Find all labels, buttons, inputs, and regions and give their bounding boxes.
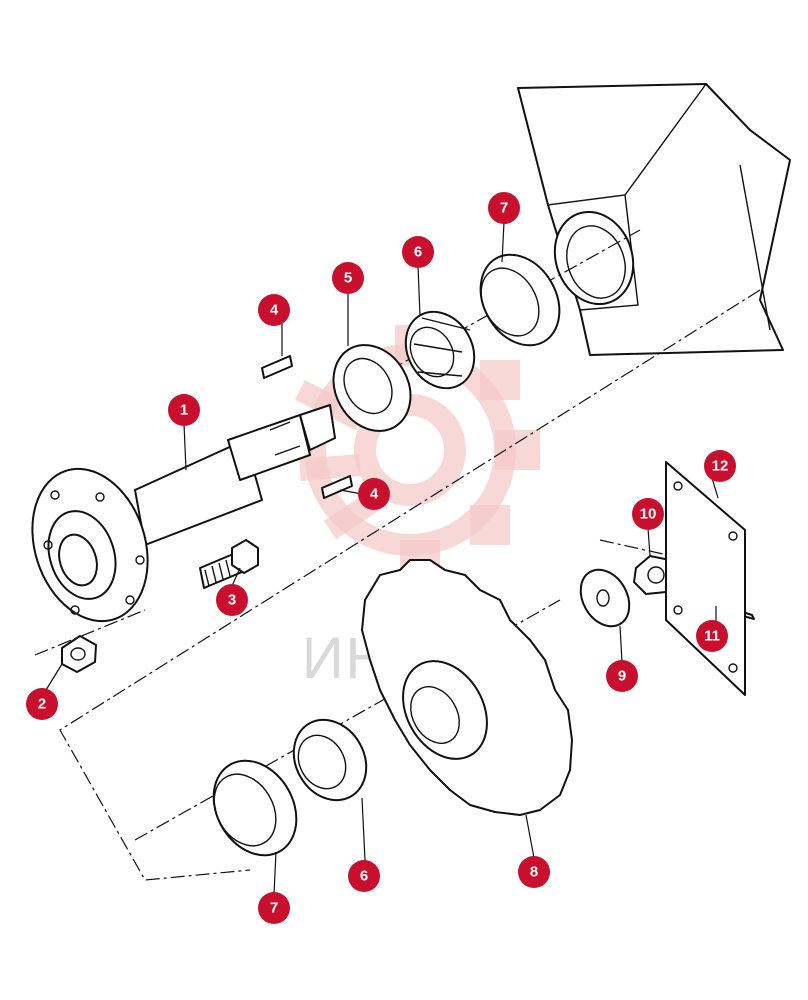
callout-10: 10 [632,498,664,530]
callout-11: 11 [696,620,728,652]
callout-7a: 7 [488,192,520,224]
callout-3: 3 [216,584,248,616]
callout-6b: 6 [348,860,380,892]
callout-2-label: 2 [38,696,46,713]
callout-7b-label: 7 [270,900,278,917]
frame-housing [517,83,791,356]
callout-7a-label: 7 [500,200,508,217]
callout-6a-label: 6 [414,244,422,261]
callout-12: 12 [704,450,736,482]
callout-7b: 7 [258,892,290,924]
callout-4b-label: 4 [370,486,379,503]
callout-11-label: 11 [704,628,720,645]
callout-9: 9 [606,660,638,692]
callout-10-label: 10 [640,506,657,523]
callout-4a: 4 [258,294,290,326]
leader-lines [45,221,719,895]
shaft [31,404,336,623]
callout-1: 1 [168,394,200,426]
callout-9-label: 9 [618,668,626,685]
bearing-cup-upper [479,253,561,347]
callout-8: 8 [518,856,550,888]
callout-6b-label: 6 [360,868,368,885]
keys [261,355,353,499]
callout-3-label: 3 [228,592,236,609]
callout-2: 2 [26,688,58,720]
bolt [199,539,259,589]
cover-plate [665,461,746,696]
callout-6a: 6 [402,236,434,268]
callout-5: 5 [332,262,364,294]
sprocket [361,559,573,816]
callout-5-label: 5 [344,270,352,287]
washer [579,568,631,628]
callout-4a-label: 4 [270,302,279,319]
callout-1-label: 1 [180,402,188,419]
bearing-cone-lower [292,718,368,802]
callout-12-label: 12 [712,458,729,475]
seal [332,344,412,432]
callout-4b: 4 [358,478,390,510]
callout-8-label: 8 [530,864,538,881]
bearing-cup-lower [212,759,298,857]
